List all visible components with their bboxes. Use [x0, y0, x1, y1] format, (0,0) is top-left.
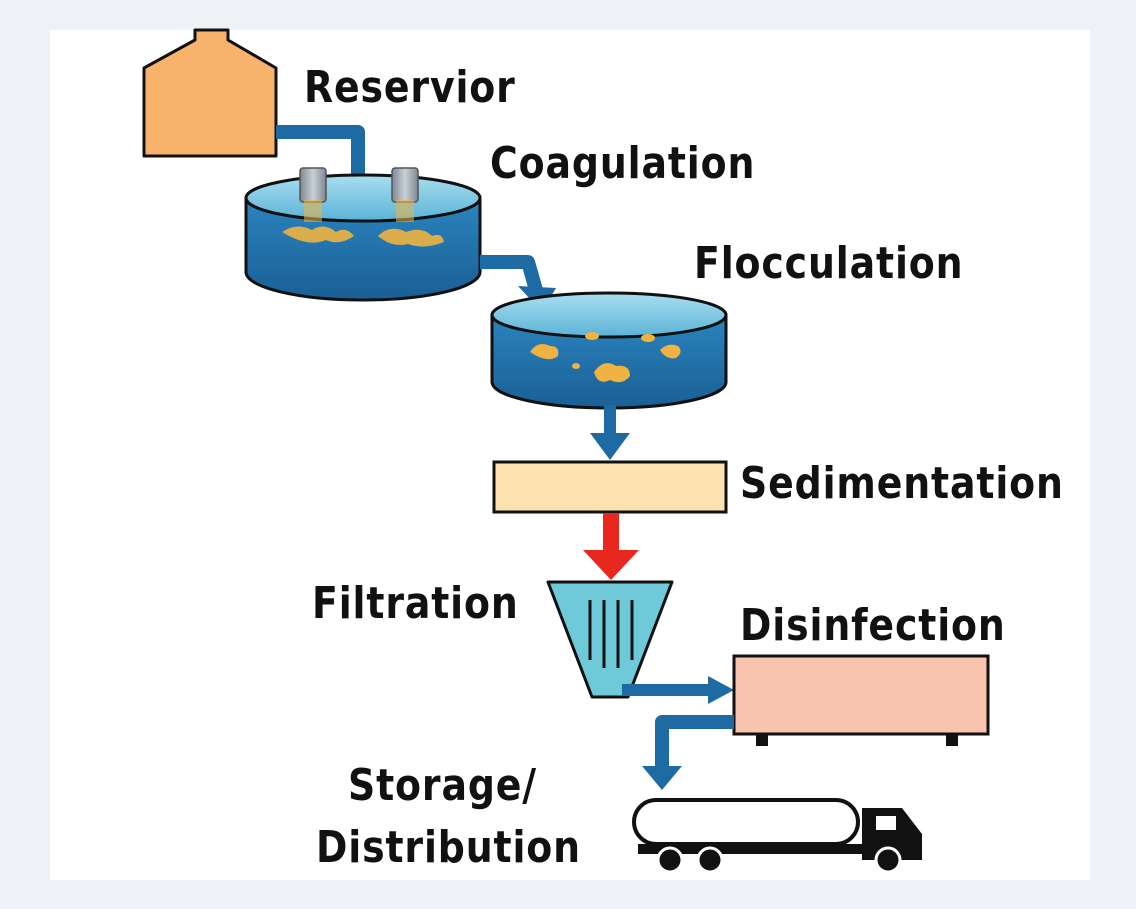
disinfection-label: Disinfection	[740, 600, 1006, 651]
flocculation-label: Flocculation	[694, 238, 964, 289]
tanker-truck-icon	[632, 798, 922, 874]
arrow-filt-to-dis	[622, 676, 734, 704]
filter-funnel-icon	[546, 580, 674, 699]
arrow-floc-to-sed	[590, 405, 630, 460]
reservoir-tank-icon	[142, 28, 278, 158]
mixer-right-icon	[391, 167, 419, 203]
coagulation-tank-icon	[244, 167, 482, 302]
storage-label-line2: Distribution	[316, 822, 581, 873]
background-panel	[50, 30, 1090, 880]
storage-label-line1: Storage/	[348, 760, 537, 811]
flocculation-tank-icon	[490, 291, 728, 410]
disinfection-tank-icon	[732, 654, 990, 746]
arrow-sed-to-filt	[583, 513, 639, 580]
filtration-label: Filtration	[312, 578, 519, 629]
mixer-left-icon	[299, 167, 327, 203]
coagulation-label: Coagulation	[490, 138, 756, 189]
arrow-dis-to-storage	[642, 715, 734, 790]
reservoir-label: Reservior	[304, 62, 516, 113]
sedimentation-basin-icon	[492, 460, 728, 514]
sedimentation-label: Sedimentation	[740, 458, 1064, 509]
